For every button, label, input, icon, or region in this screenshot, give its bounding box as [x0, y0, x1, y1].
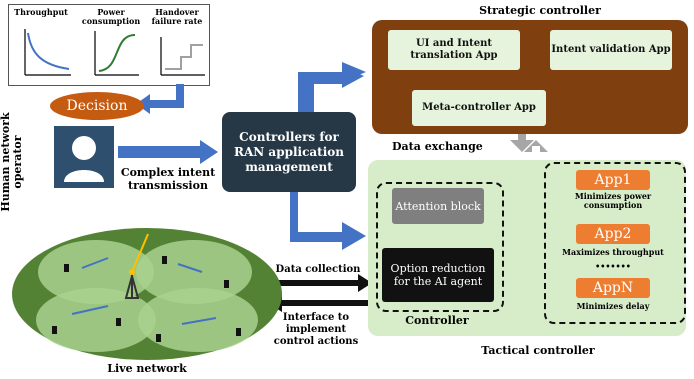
plot-title-handover: Handover failure rate — [151, 7, 203, 26]
network-cells-illustration — [36, 233, 258, 352]
kpi-plot-curves — [24, 29, 205, 76]
app1-box: App1 — [576, 170, 650, 190]
tactical-controller: Attention block Option reduction for the… — [368, 160, 686, 336]
controllers-ran-box: Controllers for RAN application manageme… — [222, 112, 356, 192]
live-network-area — [12, 228, 282, 360]
controller-label: Controller — [405, 314, 469, 327]
apps-ellipsis: ••••••• — [595, 261, 631, 271]
complex-intent-label: Complex intent transmission — [120, 166, 216, 192]
apps-dashed-box — [544, 162, 686, 324]
human-operator-label: Human network operator — [0, 112, 24, 212]
data-exchange-label: Data exchange — [392, 140, 483, 153]
tactical-title: Tactical controller — [481, 344, 595, 357]
plot-title-power: Power consumption — [81, 7, 141, 26]
strategic-controller: UI and Intent translation App Intent val… — [372, 20, 688, 134]
kpi-plots-panel: Throughput Power consumption Handover fa… — [8, 4, 210, 86]
appn-box: AppN — [576, 278, 650, 298]
data-collection-label: Data collection — [275, 264, 361, 275]
meta-controller-app: Meta-controller App — [412, 90, 546, 126]
option-reduction-block: Option reduction for the AI agent — [382, 248, 494, 302]
attention-block: Attention block — [392, 188, 484, 224]
app1-desc: Minimizes power consumption — [574, 191, 652, 210]
operator-avatar — [54, 126, 114, 188]
decision-bubble: Decision — [50, 92, 144, 120]
plot-title-throughput: Throughput — [14, 7, 68, 17]
live-network-label: Live network — [107, 362, 187, 375]
strategic-title: Strategic controller — [479, 4, 601, 17]
person-icon — [64, 136, 104, 182]
intent-validation-app: Intent validation App — [550, 30, 672, 70]
app2-box: App2 — [576, 224, 650, 244]
ui-intent-app: UI and Intent translation App — [388, 30, 520, 70]
controllers-ran-label: Controllers for RAN application manageme… — [233, 129, 344, 174]
appn-desc: Minimizes delay — [576, 301, 650, 311]
controller-dashed-box — [376, 182, 504, 312]
app2-desc: Maximizes throughput — [562, 247, 664, 257]
interface-label: Interface to implement control actions — [273, 312, 359, 347]
